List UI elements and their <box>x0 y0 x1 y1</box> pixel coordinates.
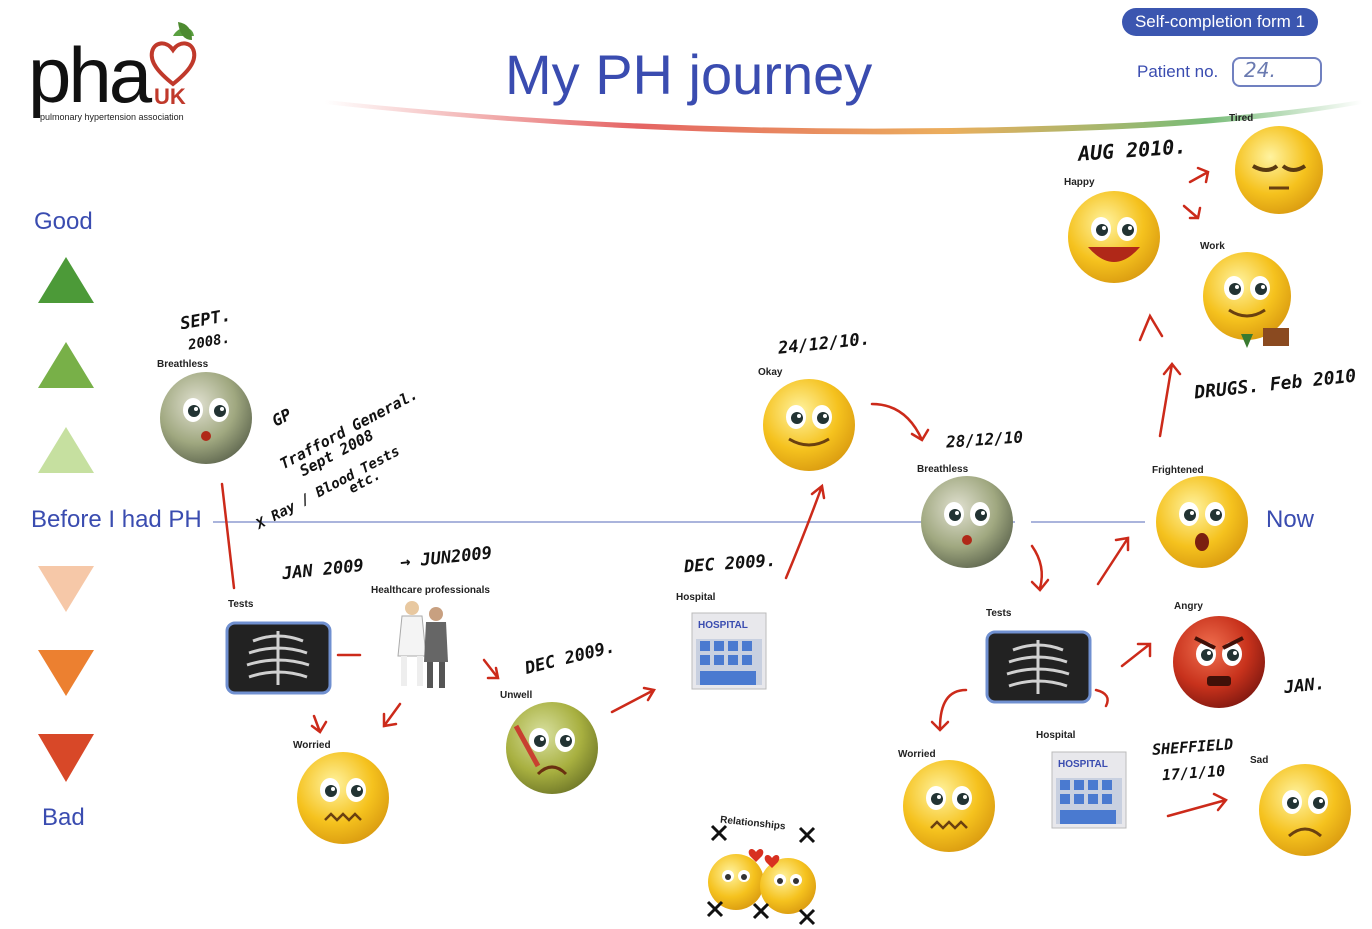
label-worried: Worried <box>898 749 936 760</box>
triangle-up-icon <box>38 342 94 388</box>
label-tests: Tests <box>228 599 254 610</box>
doctors-icon <box>397 601 448 688</box>
smiley-icon <box>1068 191 1160 283</box>
label-worried: Worried <box>293 740 331 751</box>
patient-value: 24. <box>1244 58 1276 82</box>
label-happy: Happy <box>1064 177 1095 188</box>
label-hospital: Hospital <box>676 592 716 603</box>
xray-icon <box>225 621 332 695</box>
relationship-crosses <box>706 824 816 926</box>
form-badge: Self-completion form 1 <box>1122 8 1318 36</box>
label-sad: Sad <box>1250 755 1269 766</box>
hospital-icon <box>691 612 767 690</box>
smiley-icon <box>160 372 252 464</box>
triangle-down-icon <box>38 650 94 696</box>
label-angry: Angry <box>1174 601 1203 612</box>
label-healthcare: Healthcare professionals <box>371 585 490 596</box>
patient-label: Patient no. <box>1137 62 1219 81</box>
label-work: Work <box>1200 241 1225 252</box>
patient-field[interactable] <box>1232 57 1322 87</box>
xray-icon <box>985 630 1092 704</box>
smiley-icon <box>903 760 995 852</box>
triangle-down-icon <box>38 734 94 782</box>
page-title: My PH journey <box>505 43 873 106</box>
smiley-icon <box>1173 616 1265 708</box>
hospital-sign: HOSPITAL <box>1058 759 1108 770</box>
smiley-icon <box>1203 252 1291 348</box>
logo-heart-icon <box>149 22 197 87</box>
scale-now: Now <box>1266 506 1315 533</box>
scale-before: Before I had PH <box>31 506 202 533</box>
triangle-down-icon <box>38 566 94 612</box>
logo-uk: UK <box>154 84 186 109</box>
baseline-gap <box>1015 518 1031 526</box>
triangle-up-icon <box>38 257 94 303</box>
label-okay: Okay <box>758 367 783 378</box>
smiley-icon <box>1259 764 1351 856</box>
smiley-icon <box>763 379 855 471</box>
smiley-icon <box>1156 476 1248 568</box>
label-tests: Tests <box>986 608 1012 619</box>
label-breathless: Breathless <box>917 464 969 475</box>
journey-arrows <box>220 166 1228 818</box>
smiley-icon <box>1235 126 1323 214</box>
good-arrows <box>38 257 94 473</box>
triangle-up-icon <box>38 427 94 473</box>
logo-text: pha <box>28 31 152 119</box>
hospital-icon <box>1051 751 1127 829</box>
label-unwell: Unwell <box>500 690 533 701</box>
label-breathless: Breathless <box>157 359 209 370</box>
baseline-divider <box>213 521 1145 523</box>
smiley-icon <box>921 476 1013 568</box>
label-frightened: Frightened <box>1152 465 1204 476</box>
scale-bad: Bad <box>42 804 85 831</box>
note-jan: JAN. <box>1283 673 1326 699</box>
smiley-icon <box>506 702 598 794</box>
logo-subtitle: pulmonary hypertension association <box>40 112 184 122</box>
hospital-sign: HOSPITAL <box>698 620 748 631</box>
bad-arrows <box>38 566 94 782</box>
scale-good: Good <box>34 208 93 235</box>
smiley-icon <box>297 752 389 844</box>
label-hospital: Hospital <box>1036 730 1076 741</box>
people-icon <box>708 849 816 914</box>
label-tired: Tired <box>1229 113 1254 124</box>
